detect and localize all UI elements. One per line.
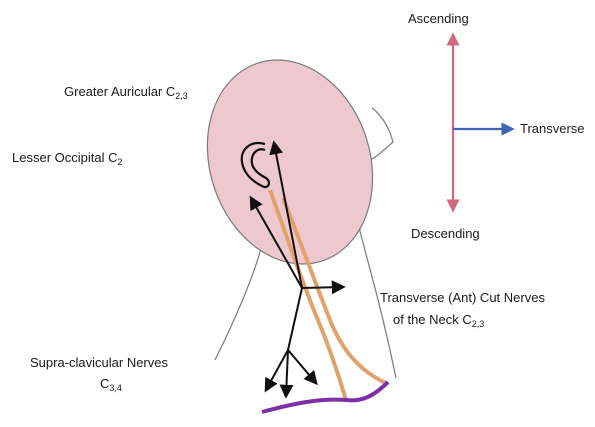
supraclavicular-branch-middle — [286, 350, 288, 396]
transverse-label: Transverse — [520, 121, 585, 137]
transverse-cut-nerves-label: Transverse (Ant) Cut Nerves — [380, 290, 545, 306]
supraclavicular-branch-right — [288, 350, 316, 383]
supraclavicular-label: Supra-clavicular Nerves — [30, 355, 168, 371]
descending-label: Descending — [411, 226, 480, 242]
transverse-cut-nerves-label-line2: of the Neck C2,3 — [393, 312, 484, 332]
supraclavicular-branch-left — [266, 350, 288, 390]
lesser-occipital-label: Lesser Occipital C2 — [12, 150, 123, 170]
transverse-cervical-nerve — [302, 287, 343, 288]
neck-outline-back — [215, 245, 262, 360]
greater-auricular-label: Greater Auricular C2,3 — [64, 84, 188, 104]
supraclavicular-trunk — [288, 288, 302, 350]
supraclavicular-label-line2: C3,4 — [100, 376, 122, 396]
clavicle-line — [262, 382, 388, 412]
ascending-label: Ascending — [408, 11, 469, 27]
